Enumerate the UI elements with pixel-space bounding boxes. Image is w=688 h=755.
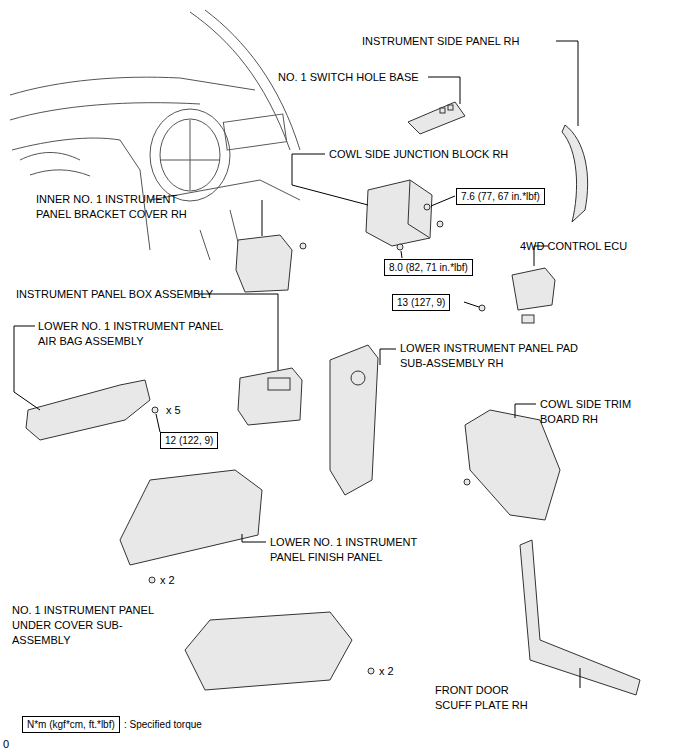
part-name: COWL SIDE JUNCTION BLOCK RH [329,147,529,162]
torque-value: 7.6 (77, 67 in.*lbf) [461,191,540,202]
part-name: INSTRUMENT PANEL BOX ASSEMBLY [16,287,216,302]
torque-value: 13 (127, 9) [397,297,445,308]
part-name: LOWER NO. 1 INSTRUMENT PANEL AIR BAG ASS… [38,319,238,349]
torque-box: 12 (122, 9) [160,432,218,449]
part-name: LOWER INSTRUMENT PANEL PAD SUB-ASSEMBLY … [400,341,590,371]
torque-value: 8.0 (82, 71 in.*lbf) [389,262,468,273]
torque-box: 8.0 (82, 71 in.*lbf) [384,259,473,276]
torque-value: 12 (122, 9) [165,435,213,446]
torque-box: 13 (127, 9) [392,294,450,311]
part-name: 4WD CONTROL ECU [520,239,650,254]
legend-text: : Specified torque [124,718,202,731]
part-name: INSTRUMENT SIDE PANEL RH [362,34,562,49]
quantity: x 2 [160,573,200,588]
quantity: x 5 [166,403,206,418]
part-name: LOWER NO. 1 INSTRUMENT PANEL FINISH PANE… [270,535,438,565]
torque-box: 7.6 (77, 67 in.*lbf) [456,188,545,205]
torque-legend-box: N*m (kgf*cm, ft.*lbf) [22,716,120,733]
part-name: NO. 1 INSTRUMENT PANEL UNDER COVER SUB-A… [12,603,174,648]
part-name: FRONT DOOR SCUFF PLATE RH [435,683,543,713]
figure-number: 0 [3,737,23,752]
torque-value: N*m (kgf*cm, ft.*lbf) [27,719,115,730]
part-name: INNER NO. 1 INSTRUMENT PANEL BRACKET COV… [36,192,196,222]
quantity: x 2 [379,664,419,679]
part-name: NO. 1 SWITCH HOLE BASE [278,70,438,85]
part-name: COWL SIDE TRIM BOARD RH [540,397,632,427]
